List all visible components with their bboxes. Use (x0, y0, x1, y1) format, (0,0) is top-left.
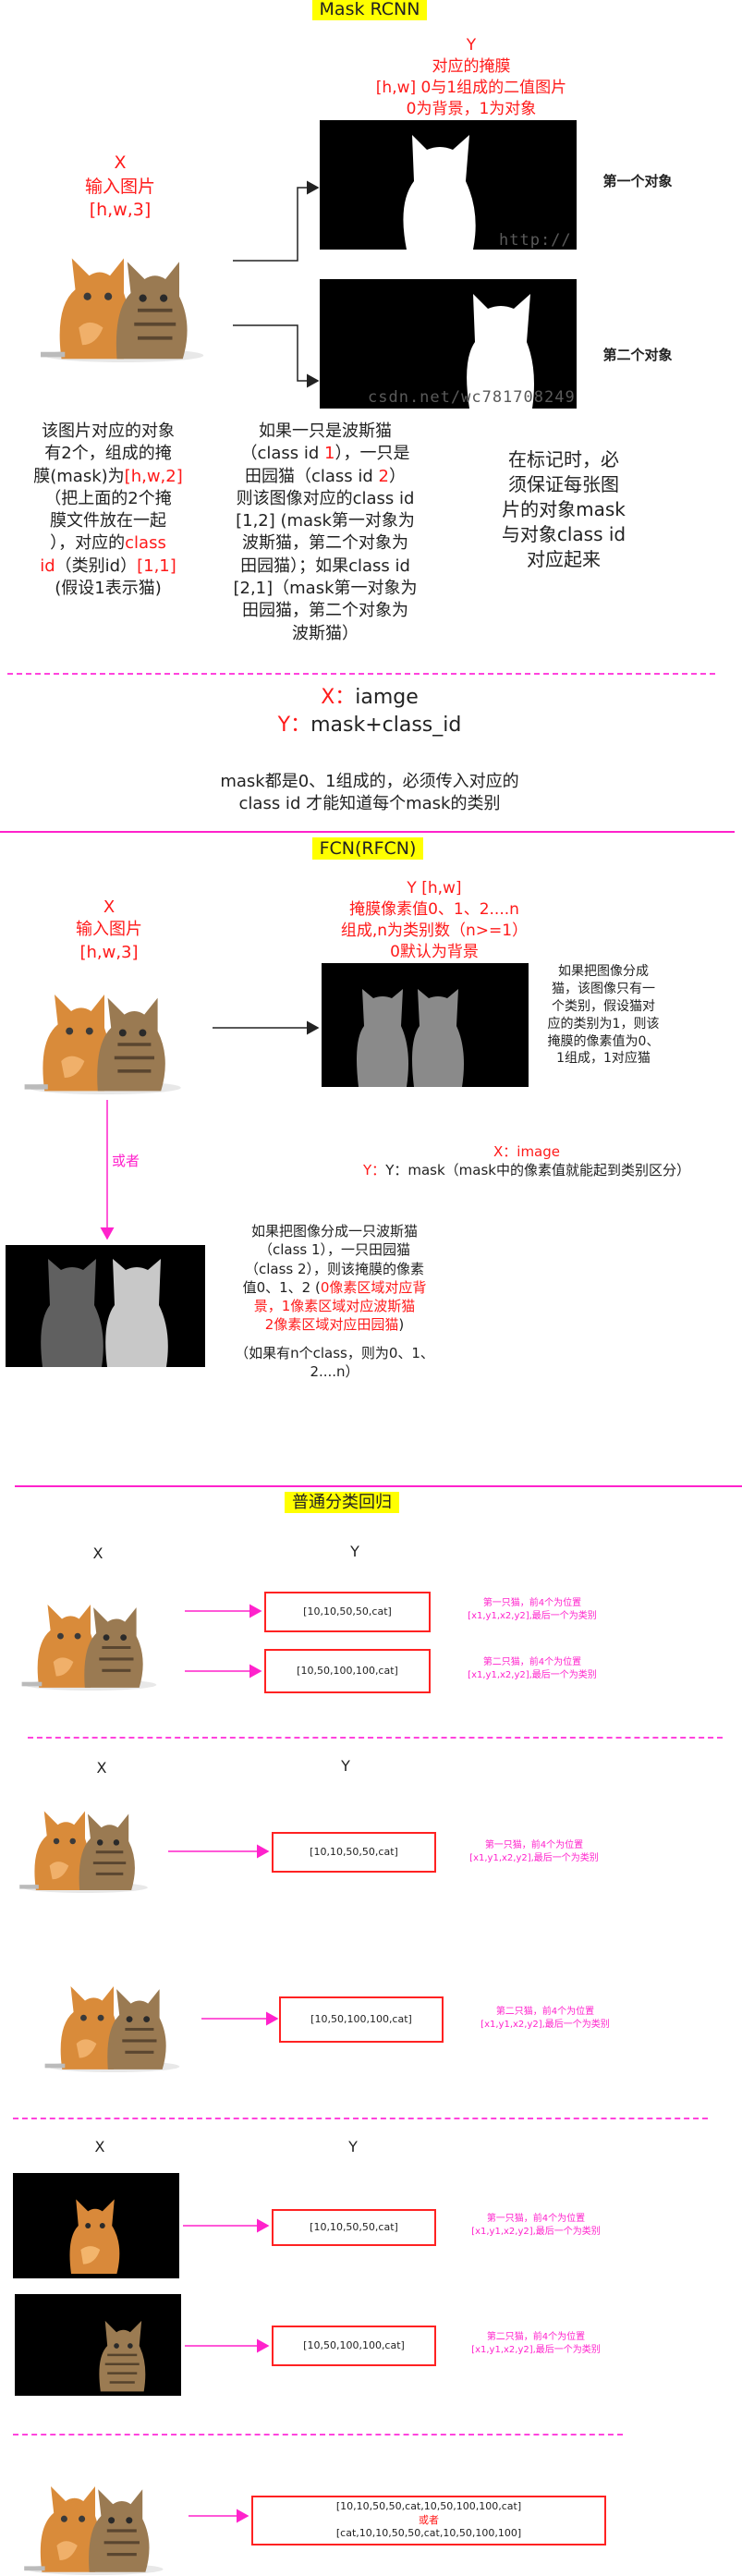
fcn-x-label: X 输入图片 [h,w,3] (76, 897, 142, 962)
reg1-x-header: X (92, 1544, 103, 1562)
fcn-xy-summary: X：image Y：Y：mask（mask中的像素值就能起到类别区分） (363, 1143, 690, 1179)
cat-photo-input-fcn (21, 961, 188, 1094)
cat-photo-input (37, 224, 211, 362)
reg1-note-2: 第二只猫，前4个为位置 [x1,y1,x2,y2],最后一个为类别 (468, 1657, 597, 1680)
section-title-mask-rcnn: Mask RCNN (305, 0, 434, 22)
mask-rcnn-xy-summary: X：iamge Y：mask+class_id (277, 686, 462, 737)
label-first-object: 第一个对象 (602, 173, 673, 189)
final-label-box: [10,10,50,50,cat,10,50,100,100,cat] 或者 [… (251, 2496, 606, 2545)
reg2-label-box-2: [10,50,100,100,cat] (279, 1996, 444, 2043)
mask-rcnn-left-description: 该图片对应的对象 有2个，组成的掩 膜(mask)为[h,w,2] （把上面的2… (33, 421, 183, 599)
mask-rcnn-right-description: 在标记时，必 须保证每张图 片的对象mask 与对象class id 对应起来 (501, 448, 626, 570)
reg2-note-2: 第二只猫，前4个为位置 [x1,y1,x2,y2],最后一个为类别 (480, 2007, 610, 2030)
reg1-label-box-1: [10,10,50,50,cat] (264, 1592, 431, 1632)
cat-photo-reg1 (17, 1576, 164, 1691)
reg1-note-1: 第一只猫，前4个为位置 [x1,y1,x2,y2],最后一个为类别 (468, 1598, 597, 1621)
reg2-note-1: 第一只猫，前4个为位置 [x1,y1,x2,y2],最后一个为类别 (469, 1840, 599, 1863)
reg2-x-header: X (96, 1759, 107, 1776)
mask-rcnn-x-label: X 输入图片 [h,w,3] (84, 153, 155, 221)
mask-rcnn-y-label: Y 对应的掩膜 [h,w] 0与1组成的二值图片 0为背景，1为对象 (375, 36, 567, 118)
reg3-note-2: 第二只猫，前4个为位置 [x1,y1,x2,y2],最后一个为类别 (471, 2332, 601, 2355)
reg1-y-header: Y (350, 1543, 359, 1560)
watermark-top: http:// (499, 231, 572, 250)
section-title-regression: 普通分类回归 (268, 1492, 416, 1514)
cat-photo-final (19, 2457, 171, 2575)
fcn-bottom-description: 如果把图像分成一只波斯猫 （class 1），一只田园猫 （class 2），则… (235, 1223, 434, 1380)
mask-multiclass-fcn (6, 1245, 205, 1367)
divider-dashed-1 (7, 673, 715, 675)
fcn-right-description: 如果把图像分成 猫，该图像只有一 个类别，假设猫对 应的类别为1，则该 掩膜的像… (547, 964, 660, 1067)
watermark-bottom: csdn.net/wc781708249 (368, 388, 576, 407)
reg3-x-header: X (94, 2138, 105, 2155)
mask-rcnn-middle-description: 如果一只是波斯猫 （class id 1），一只是 田园猫（class id 2… (233, 421, 418, 643)
section-title-fcn: FCN(RFCN) (294, 837, 442, 861)
divider-dashed-2 (28, 1737, 723, 1739)
reg1-label-box-2: [10,50,100,100,cat] (264, 1649, 431, 1693)
mask-rcnn-note: mask都是0、1组成的，必须传入对应的 class id 才能知道每个mask… (220, 772, 519, 814)
cat-photo-reg2b (40, 1958, 188, 2072)
fcn-or-label: 或者 (111, 1153, 140, 1169)
reg3-label-box-2: [10,50,100,100,cat] (272, 2326, 436, 2366)
divider-dashed-3 (13, 2118, 708, 2119)
reg3-label-box-1: [10,10,50,50,cat] (272, 2209, 436, 2246)
divider-dashed-4 (13, 2434, 623, 2436)
divider-solid-2 (15, 1485, 742, 1487)
reg3-note-1: 第一只猫，前4个为位置 [x1,y1,x2,y2],最后一个为类别 (471, 2214, 601, 2237)
divider-solid-1 (0, 831, 735, 833)
reg3-y-header: Y (348, 2138, 358, 2155)
cat-photo-black-tabby (15, 2294, 181, 2396)
label-second-object: 第二个对象 (602, 347, 673, 363)
cat-photo-reg2a (15, 1784, 155, 1893)
fcn-y-label: Y [h,w] 掩膜像素值0、1、2....n 组成,n为类别数（n>=1） 0… (340, 879, 529, 961)
reg2-y-header: Y (341, 1757, 350, 1775)
reg2-label-box-1: [10,10,50,50,cat] (272, 1832, 436, 1873)
